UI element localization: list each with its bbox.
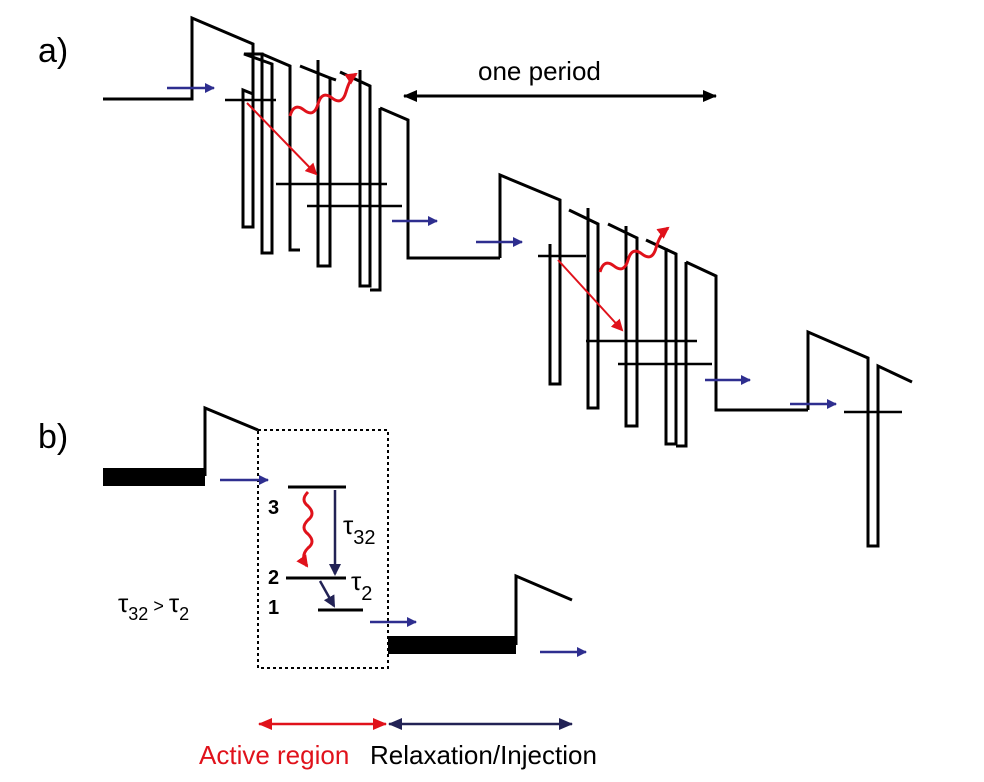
straight-arrow-icon xyxy=(318,580,336,608)
active-region-label: Active region xyxy=(199,740,349,770)
subband-levels-period-1 xyxy=(225,98,402,208)
barrier-left xyxy=(203,405,259,476)
tau32-label: τ32 xyxy=(343,510,376,549)
electron-flow-arrows-a xyxy=(167,83,837,409)
wavy-arrow-icon xyxy=(288,72,358,117)
panel-b-label: b) xyxy=(38,418,68,456)
wavy-arrow-icon xyxy=(598,226,670,273)
band-profile-period-1 xyxy=(103,15,500,292)
injector-barrier-left xyxy=(103,468,205,486)
relaxation-injection-label: Relaxation/Injection xyxy=(370,740,597,770)
straight-arrow-icon xyxy=(557,259,624,332)
wavy-arrow-icon xyxy=(296,490,314,568)
photon-emission-arrows xyxy=(288,72,670,273)
barrier-right xyxy=(514,573,573,645)
straight-arrow-icon xyxy=(246,102,318,176)
electron-flow-arrows-b xyxy=(220,475,587,657)
panel-a-label: a) xyxy=(38,32,68,70)
band-profile-period-3 xyxy=(806,329,913,548)
band-profile-period-2 xyxy=(498,172,808,448)
period-label: one period xyxy=(478,56,601,86)
subband-levels-period-2 xyxy=(538,254,712,366)
lifetime-inequality: τ32 > τ2 xyxy=(118,588,189,624)
level-1-label: 1 xyxy=(268,597,279,619)
active-region-box xyxy=(257,429,389,669)
radiative-transition-arrows xyxy=(246,102,624,332)
injector-barrier-right xyxy=(388,636,516,654)
level-3-label: 3 xyxy=(268,497,279,519)
active-levels xyxy=(286,485,363,612)
level-2-label: 2 xyxy=(268,567,279,589)
tau2-label: τ2 xyxy=(351,566,372,605)
